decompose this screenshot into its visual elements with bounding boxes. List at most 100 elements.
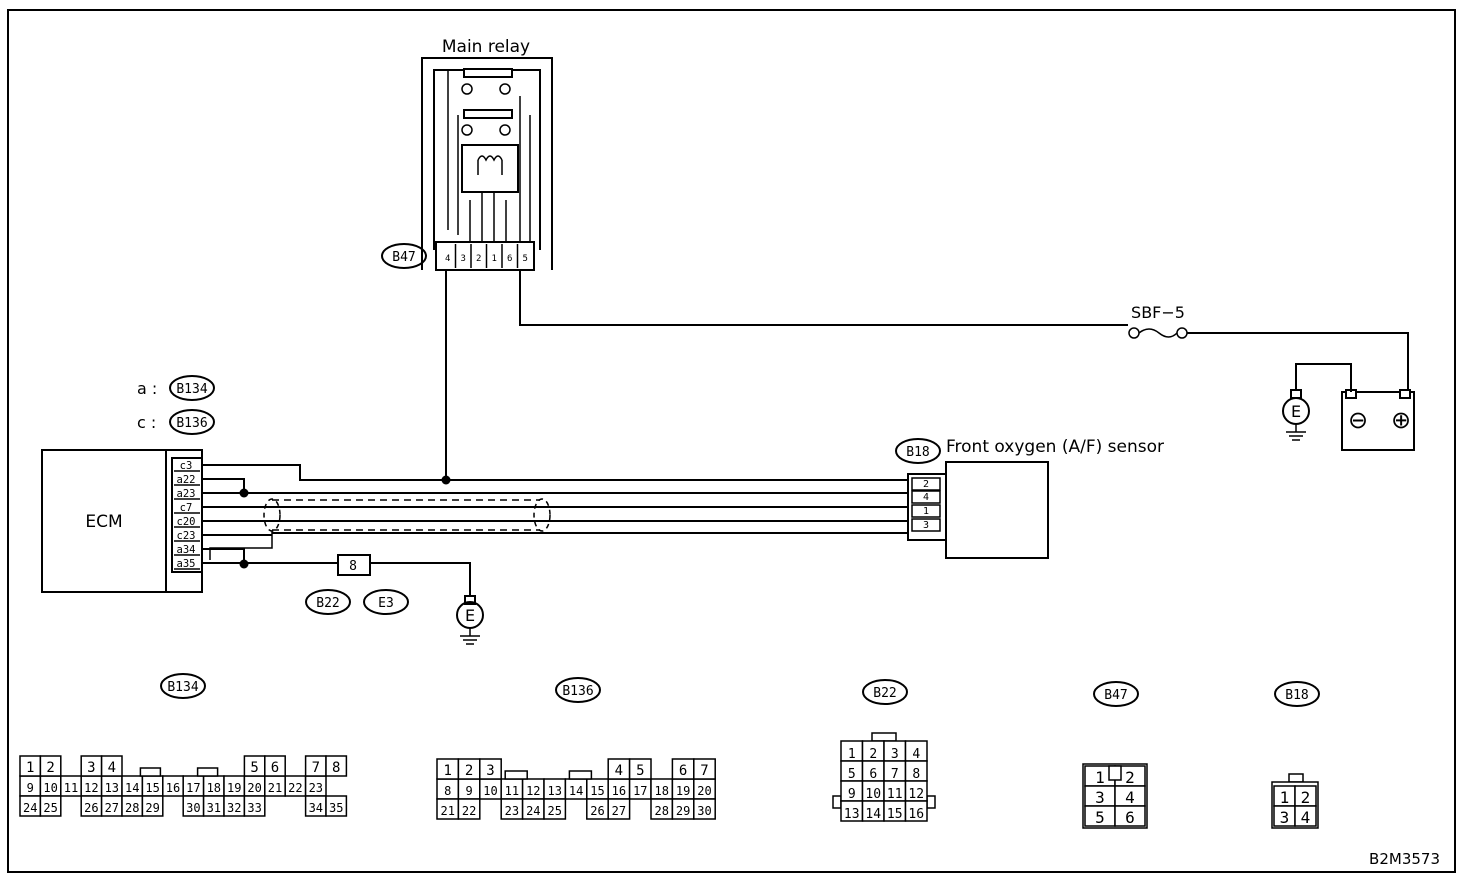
connector-pin: 31: [207, 801, 221, 815]
connector-pin: 21: [268, 781, 282, 795]
svg-text:SBF−5: SBF−5: [1131, 303, 1185, 322]
connector-pin: 16: [166, 781, 180, 795]
ecm-pin-label: a23: [177, 488, 196, 500]
connector-pin: 8: [912, 767, 920, 782]
connector-pin: 5: [636, 763, 644, 779]
connector-pin: 19: [676, 784, 690, 798]
svg-text:c :: c :: [137, 413, 156, 432]
connector-pin: 30: [697, 804, 711, 818]
figure-id: B2M3573: [1369, 850, 1440, 868]
connector-pin: 2: [46, 760, 54, 776]
connector-pin: 11: [505, 784, 519, 798]
connector-pin: 11: [64, 781, 78, 795]
connector-pin: 29: [676, 804, 690, 818]
svg-text:E3: E3: [378, 596, 394, 611]
connector-pin: 5: [250, 760, 258, 776]
battery-ground: E: [1282, 389, 1310, 441]
connector-view-label: B136: [562, 684, 593, 699]
ecm-connector-legend: a : B134 c : B136: [137, 375, 215, 435]
connector-pin: 3: [87, 760, 95, 776]
relay-connector-label: B47: [381, 243, 427, 269]
fuse-sbf5: SBF−5: [1128, 303, 1409, 392]
svg-text:B47: B47: [392, 250, 415, 265]
connector-pin: 14: [569, 784, 583, 798]
connector-pin: 6: [271, 760, 279, 776]
connector-pin: 12: [526, 784, 540, 798]
ecm-pin-label: a34: [177, 544, 196, 556]
connector-pin: 6: [679, 763, 687, 779]
connector-pin: 2: [465, 763, 473, 779]
connector-pin: 1: [1280, 788, 1290, 807]
svg-text:⊖: ⊖: [1348, 406, 1368, 434]
ecm-ground-wires: 8: [202, 548, 471, 598]
connector-pin: 18: [207, 781, 221, 795]
main-relay-title: Main relay: [442, 37, 530, 57]
battery: ⊖ ⊕: [1295, 363, 1415, 451]
connector-pin: 10: [43, 781, 57, 795]
connector-pin: 26: [590, 804, 604, 818]
connector-pin: 20: [247, 781, 261, 795]
connector-pin: 27: [105, 801, 119, 815]
relay-pin-label: 1: [492, 254, 497, 264]
svg-text:B136: B136: [176, 416, 207, 431]
connector-pin: 4: [1125, 788, 1135, 807]
connector-pin: 24: [526, 804, 540, 818]
joint-connector-labels: B22 E3: [305, 589, 409, 615]
svg-text:B22: B22: [316, 596, 339, 611]
connector-pin: 9: [465, 784, 472, 798]
connector-pin: 3: [1095, 788, 1105, 807]
connector-view-label: B22: [873, 686, 896, 701]
connector-pin: 24: [23, 801, 37, 815]
ecm-pin-label: c7: [180, 502, 193, 514]
connector-pin: 1: [1095, 768, 1105, 787]
connector-pin: 7: [312, 760, 320, 776]
svg-text:a :: a :: [137, 379, 157, 398]
connector-pin: 35: [329, 801, 343, 815]
connector-pin: 17: [633, 784, 647, 798]
ecm-pin-label: c3: [180, 460, 193, 472]
connector-pin: 29: [145, 801, 159, 815]
connector-pin: 33: [247, 801, 261, 815]
ecm-ground: E: [456, 595, 484, 645]
connector-pin: 32: [227, 801, 241, 815]
connector-view-label: B134: [167, 680, 198, 695]
connector-pin: 10: [483, 784, 497, 798]
connector-pin: 21: [440, 804, 454, 818]
connector-pin: 15: [590, 784, 604, 798]
connector-pin: 4: [1301, 808, 1311, 827]
connector-pin: 9: [27, 781, 34, 795]
connector-pin: 14: [125, 781, 139, 795]
connector-pin: 10: [865, 787, 881, 802]
relay-pin-label: 2: [476, 254, 481, 264]
connector-pin: 14: [865, 807, 881, 822]
svg-text:B134: B134: [176, 382, 207, 397]
connector-pin: 9: [848, 787, 856, 802]
connector-pin: 8: [332, 760, 340, 776]
svg-text:B18: B18: [906, 445, 929, 460]
ecm-pin-label: c23: [177, 530, 196, 542]
diagram-frame: [7, 9, 1456, 873]
connector-view-label: B47: [1104, 688, 1127, 703]
connector-pin: 25: [43, 801, 57, 815]
connector-pin: 15: [887, 807, 903, 822]
sensor-connector-label: B18: [895, 438, 941, 464]
connector-pin: 5: [1095, 808, 1105, 827]
relay-pin-label: 4: [445, 254, 450, 264]
connector-pin: 1: [443, 763, 451, 779]
connector-pin: 23: [309, 781, 323, 795]
svg-text:E: E: [1291, 402, 1301, 421]
ecm-pin-label: c20: [177, 516, 196, 528]
connector-pin: 5: [848, 767, 856, 782]
connector-pin: 12: [908, 787, 924, 802]
connector-pin: 13: [105, 781, 119, 795]
connector-pin: 30: [186, 801, 200, 815]
connector-pin: 11: [887, 787, 903, 802]
sensor-title: Front oxygen (A/F) sensor: [946, 437, 1164, 457]
